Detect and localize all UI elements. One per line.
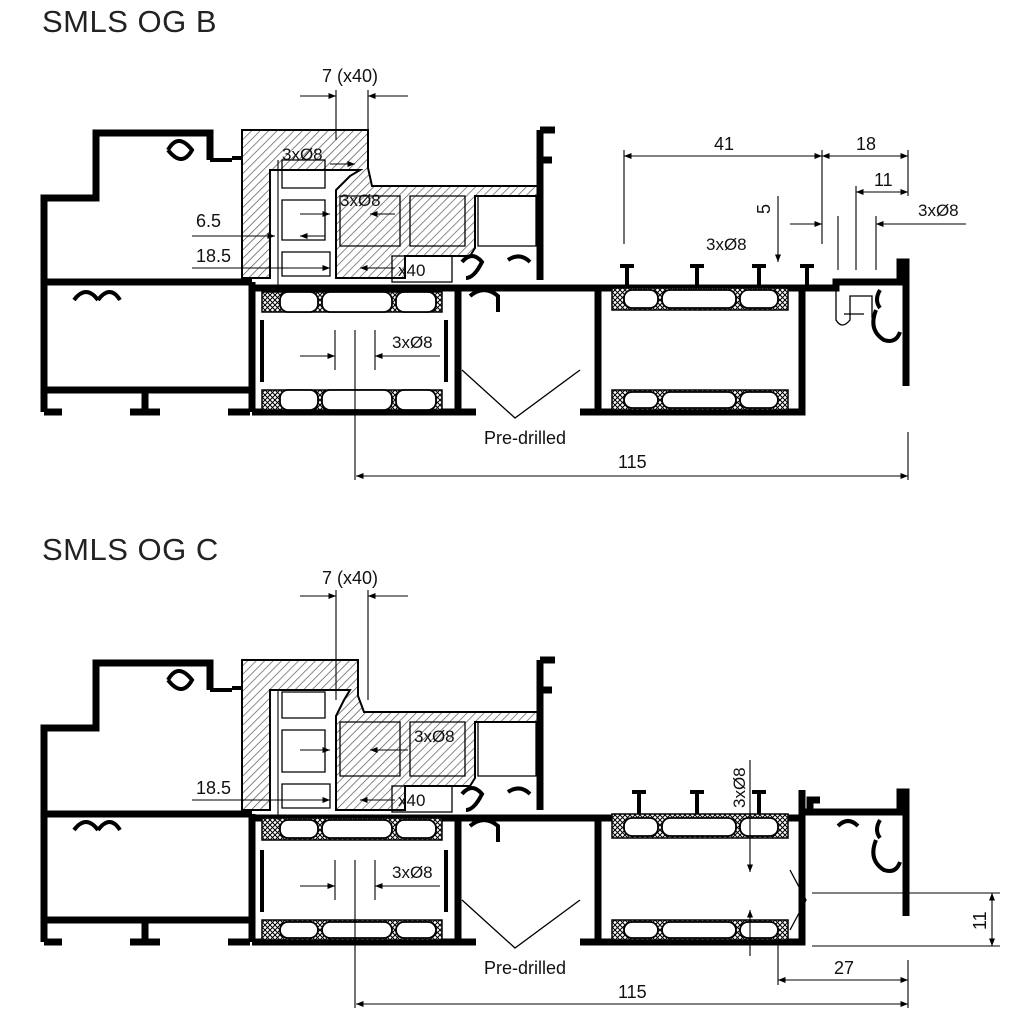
c-dimensions: [192, 590, 1000, 1008]
b-holes-label-2: 3xØ8: [340, 191, 381, 210]
c-holes-vertical-label: 3xØ8: [730, 767, 749, 808]
b-dim-41-label: 41: [714, 134, 734, 154]
b-dim-11-label: 11: [874, 170, 893, 190]
b-dim-115-label: 115: [618, 452, 647, 472]
b-dimensions: [192, 90, 966, 480]
b-glass-unit-left: [252, 284, 462, 416]
c-glass-unit-right: [598, 790, 807, 946]
b-center-mullion: [458, 284, 602, 419]
b-holes-middle-label: 3xØ8: [392, 333, 433, 352]
c-sash-profile: [241, 656, 555, 813]
c-holes-middle-label: 3xØ8: [392, 863, 433, 882]
c-dim-27-label: 27: [834, 958, 854, 978]
c-x40-label: x40: [398, 791, 425, 810]
b-top-dim-label: 7 (x40): [322, 66, 378, 86]
b-x40-label: x40: [398, 261, 425, 280]
c-holes-upper-label: 3xØ8: [414, 727, 455, 746]
section-b-drawing: 7 (x40) 3xØ8 3xØ8 6.5 18.5 x40 3xØ8 Pre-…: [40, 66, 966, 480]
b-holes-right-label-2: 3xØ8: [918, 201, 959, 220]
b-left-frame-profile: [40, 129, 256, 416]
b-dim-6-5-label: 6.5: [196, 211, 221, 231]
b-sash-profile: [241, 126, 555, 283]
c-dimension-labels: 7 (x40) 3xØ8 18.5 x40 3xØ8 Pre-drilled 1…: [196, 568, 990, 1002]
c-center-mullion: [458, 814, 602, 949]
b-dimension-labels: 7 (x40) 3xØ8 3xØ8 6.5 18.5 x40 3xØ8 Pre-…: [196, 66, 959, 472]
b-predrilled-label: Pre-drilled: [484, 428, 566, 448]
section-c-title: SMLS OG C: [42, 532, 219, 567]
c-right-frame-profile: [798, 788, 910, 916]
b-holes-label-1: 3xØ8: [282, 145, 323, 164]
section-c-drawing: 7 (x40) 3xØ8 18.5 x40 3xØ8 Pre-drilled 1…: [40, 568, 1000, 1008]
c-dim-11-label: 11: [970, 911, 990, 930]
b-dim-5-label: 5: [754, 204, 774, 214]
c-top-dim-label: 7 (x40): [322, 568, 378, 588]
b-right-frame-profile: [802, 258, 910, 386]
c-dim-18-5-label: 18.5: [196, 778, 231, 798]
b-dim-18-label: 18: [856, 134, 876, 154]
c-left-frame-profile: [40, 659, 256, 946]
c-predrilled-label: Pre-drilled: [484, 958, 566, 978]
b-glass-unit-right: [598, 264, 814, 416]
c-dim-115-label: 115: [618, 982, 647, 1002]
b-dim-18-5-label: 18.5: [196, 246, 231, 266]
section-b-title: SMLS OG B: [42, 4, 218, 39]
b-holes-right-label-1: 3xØ8: [706, 235, 747, 254]
